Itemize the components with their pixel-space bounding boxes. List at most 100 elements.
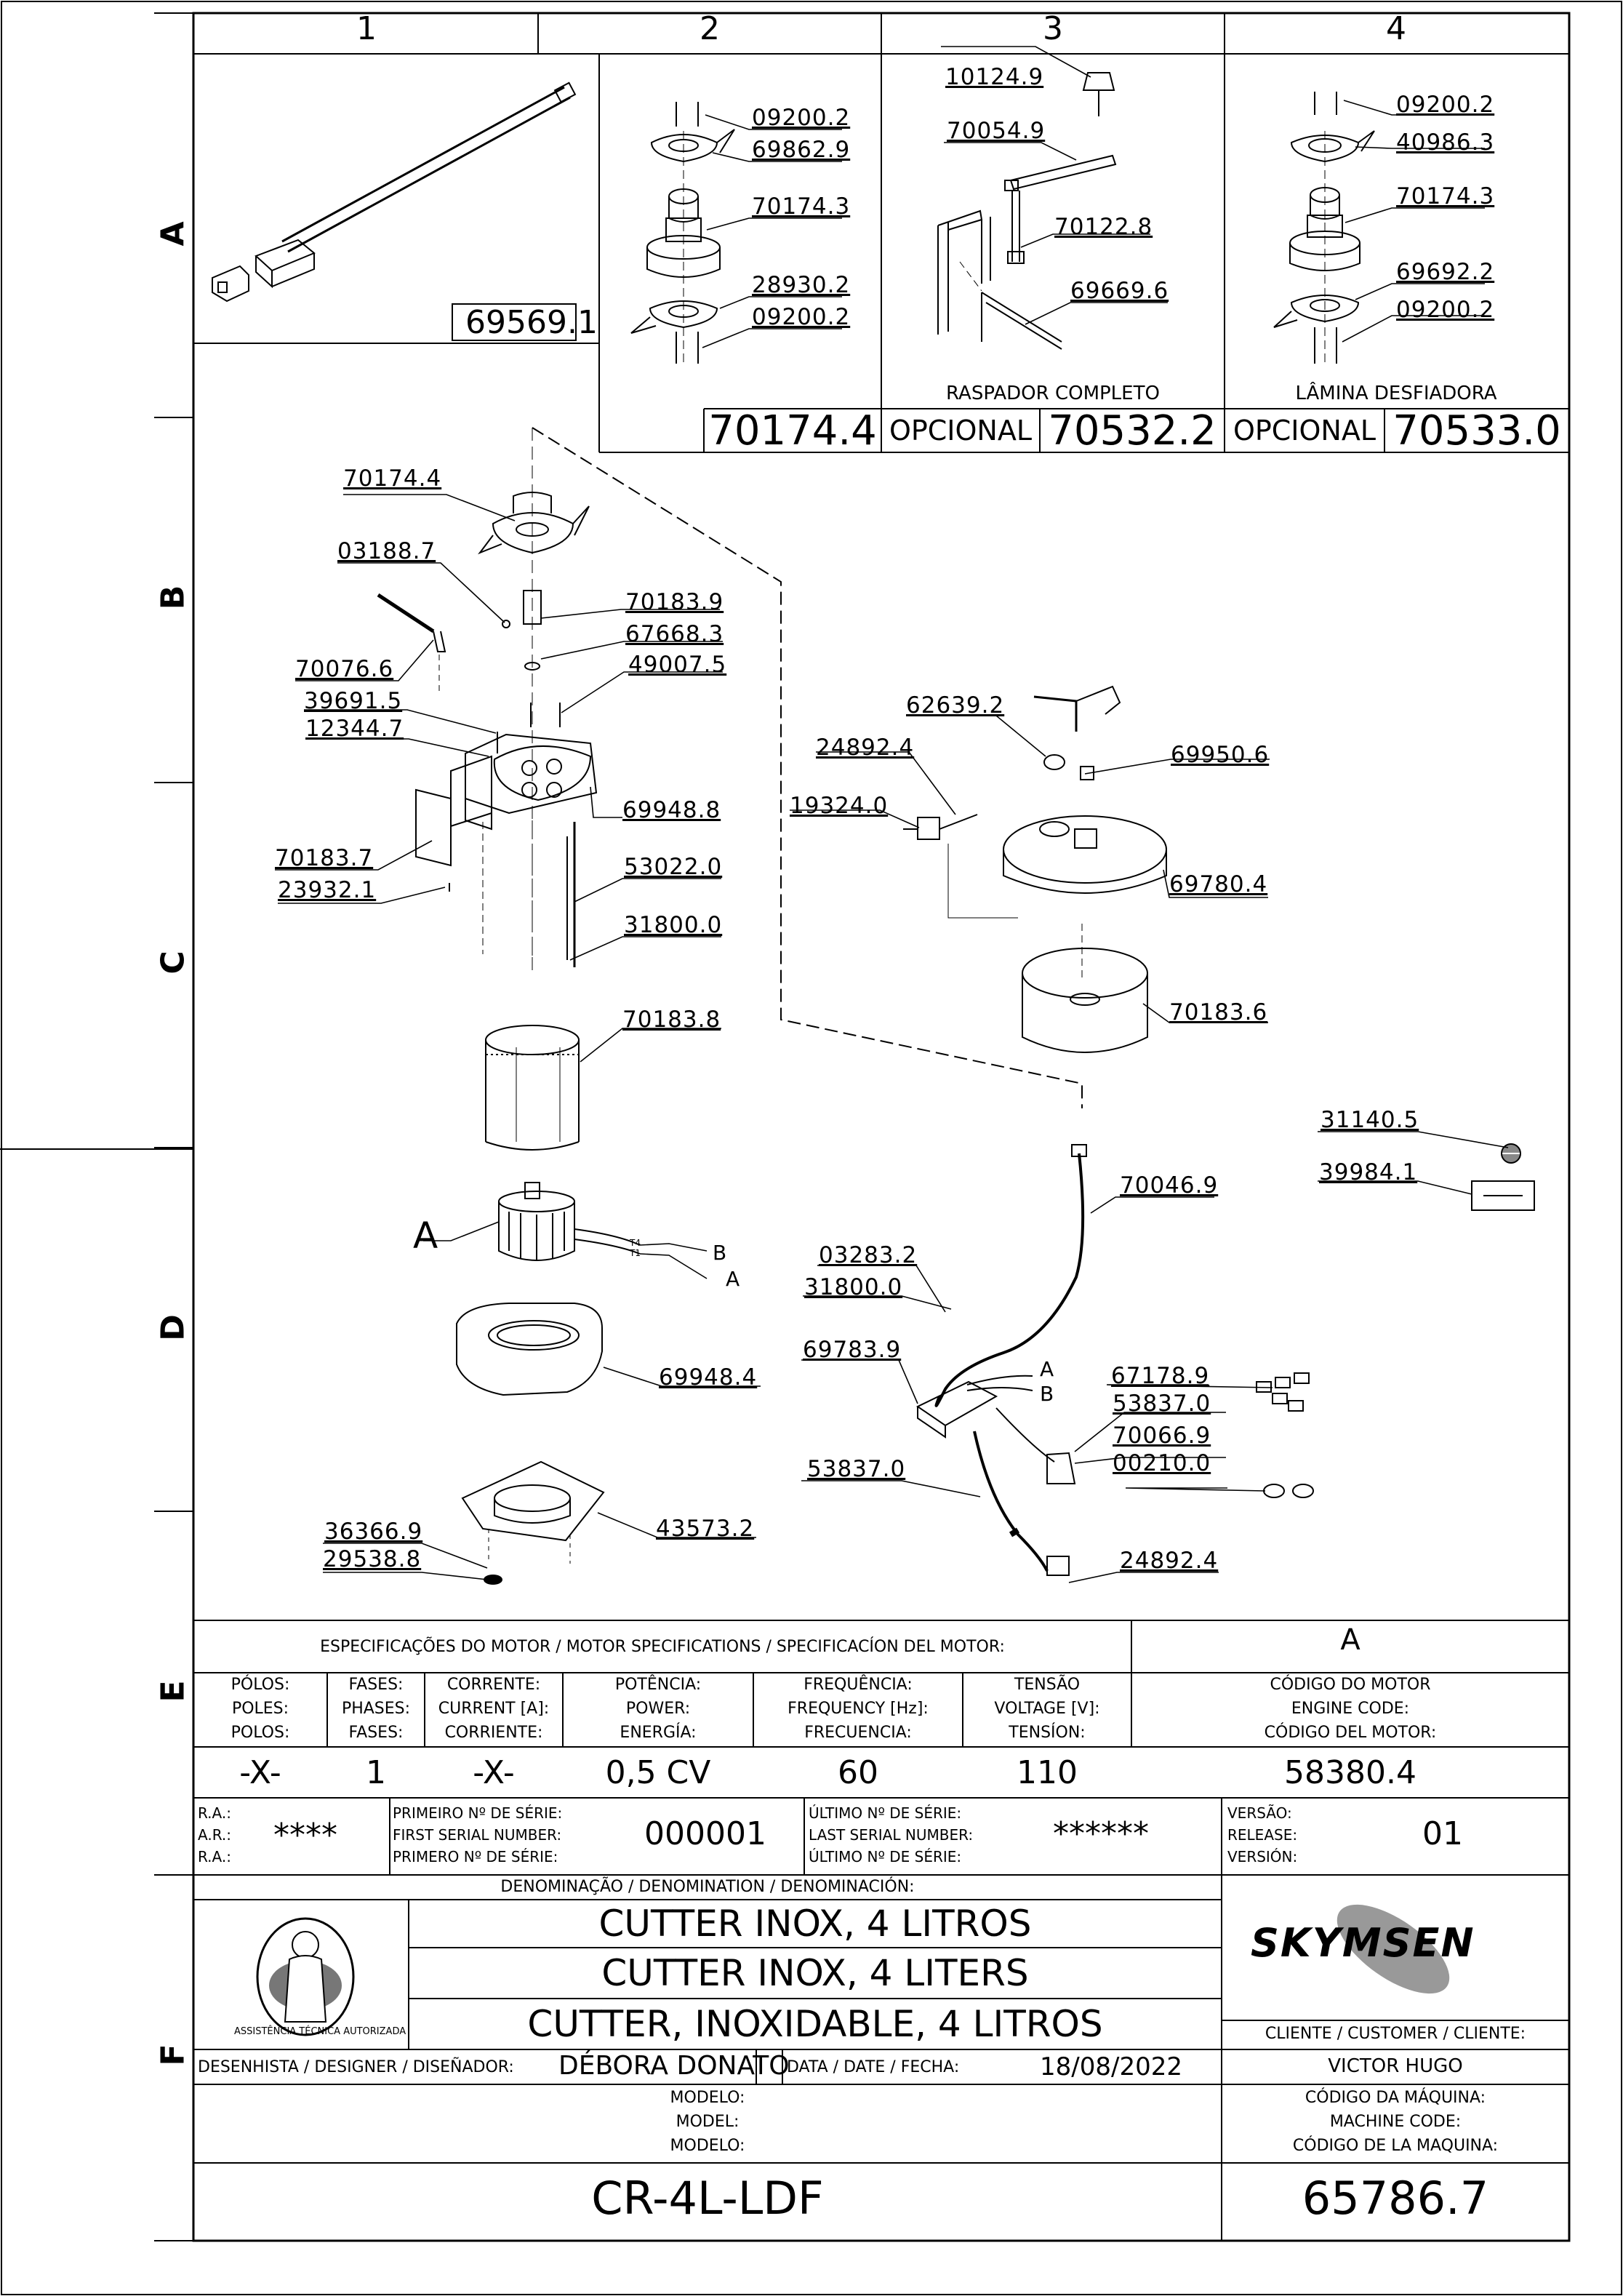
part-label: 39984.1 bbox=[1319, 1159, 1418, 1185]
part-label: 70183.6 bbox=[1169, 999, 1268, 1025]
part-label: 40986.3 bbox=[1396, 129, 1495, 156]
part-label: 67668.3 bbox=[625, 621, 724, 647]
part-label: 31800.0 bbox=[804, 1274, 903, 1300]
o-ring bbox=[1263, 1484, 1285, 1498]
part-label: 70183.7 bbox=[275, 845, 374, 871]
part-label: 70046.9 bbox=[1120, 1172, 1219, 1199]
part-label: 10124.9 bbox=[945, 64, 1044, 90]
handle-rod-assembly bbox=[212, 81, 577, 303]
last-serial-labels: ÚLTIMO Nº DE SÉRIE:LAST SERIAL NUMBER:ÚL… bbox=[809, 1804, 974, 1865]
part-label: 31140.5 bbox=[1321, 1107, 1419, 1133]
designer-name: DÉBORA DONATO bbox=[558, 2051, 790, 2081]
base-plate-43573-2 bbox=[461, 1460, 605, 1585]
ra-labels: R.A.:A.R.:R.A.: bbox=[198, 1804, 231, 1865]
part-label: 70174.4 bbox=[343, 465, 442, 492]
wire-label: A bbox=[1040, 1357, 1054, 1381]
spec-value-engine-code: 58380.4 bbox=[1284, 1754, 1416, 1791]
row-letter: D bbox=[154, 1314, 192, 1341]
part-label: 12344.7 bbox=[305, 716, 404, 742]
ra-value: **** bbox=[273, 1817, 337, 1854]
part-label: 69669.6 bbox=[1070, 278, 1169, 304]
model-labels: MODELO:MODEL:MODELO: bbox=[670, 2089, 745, 2155]
bowl-cylinder-70183-8 bbox=[485, 1025, 580, 1151]
date-value: 18/08/2022 bbox=[1040, 2052, 1182, 2081]
motor-code-header: A bbox=[1340, 1623, 1360, 1657]
row-letter: E bbox=[154, 1680, 192, 1703]
part-label: 69862.9 bbox=[752, 137, 851, 163]
spec-header-frequency: FREQUÊNCIA:FREQUENCY [Hz]:FRECUENCIA: bbox=[788, 1676, 929, 1742]
part-label: 53022.0 bbox=[624, 854, 723, 880]
wire-label: B bbox=[1040, 1382, 1054, 1406]
first-serial-labels: PRIMEIRO Nº DE SÉRIE:FIRST SERIAL NUMBER… bbox=[393, 1804, 563, 1865]
brand-name: SKYMSEN bbox=[1251, 1920, 1475, 1966]
cover-69780-4 bbox=[903, 685, 1167, 919]
scraper-assembly-70532-2 bbox=[937, 72, 1117, 350]
spec-header-poles: PÓLOS:POLES:POLOS: bbox=[231, 1676, 290, 1742]
row-letter: B bbox=[154, 585, 192, 610]
main-blade bbox=[478, 492, 590, 671]
part-label: 70183.9 bbox=[625, 589, 724, 615]
spec-table bbox=[193, 1620, 1569, 2241]
part-label: 03188.7 bbox=[337, 538, 436, 564]
row-letter: A bbox=[154, 221, 192, 247]
part-label: 03283.2 bbox=[819, 1242, 918, 1268]
part-label: 69948.8 bbox=[622, 797, 721, 823]
denomination-label: DENOMINAÇÃO / DENOMINATION / DENOMINACIÓ… bbox=[500, 1878, 915, 1896]
part-label: 31800.0 bbox=[624, 912, 723, 938]
shredder-blade-assembly-70533-0 bbox=[1273, 92, 1375, 364]
part-label: 62639.2 bbox=[906, 692, 1005, 719]
part-label: 28930.2 bbox=[752, 272, 851, 298]
kit-code: 70533.0 bbox=[1392, 407, 1561, 455]
part-label: 09200.2 bbox=[752, 105, 851, 131]
part-label: 70122.8 bbox=[1054, 214, 1153, 240]
product-name-pt: CUTTER INOX, 4 LITROS bbox=[598, 1903, 1032, 1945]
product-name-en: CUTTER INOX, 4 LITERS bbox=[601, 1952, 1029, 1994]
part-label: 39691.5 bbox=[304, 688, 403, 714]
part-label: 69780.4 bbox=[1169, 871, 1268, 897]
part-label: 69783.9 bbox=[803, 1337, 902, 1363]
designer-label: DESENHISTA / DESIGNER / DISEÑADOR: bbox=[198, 2058, 514, 2076]
blade-assembly-70174-4 bbox=[630, 102, 735, 364]
skymsen-logo bbox=[1337, 1904, 1450, 1994]
leader-lines bbox=[275, 46, 1509, 1583]
sensor-cable bbox=[377, 593, 435, 633]
part-label: 24892.4 bbox=[1120, 1548, 1219, 1574]
part-label: 70054.9 bbox=[947, 118, 1046, 144]
column-number: 1 bbox=[356, 10, 377, 47]
part-label: 70066.9 bbox=[1113, 1423, 1211, 1449]
client-name: VICTOR HUGO bbox=[1328, 2055, 1463, 2077]
part-label: 09200.2 bbox=[752, 304, 851, 330]
authorized-service-seal bbox=[256, 1917, 355, 2036]
motor-callout: A bbox=[413, 1215, 438, 1257]
seal-text: ASSISTÊNCIA TÉCNICA AUTORIZADA bbox=[234, 2026, 406, 2037]
row-letter: C bbox=[154, 951, 192, 975]
part-label: 09200.2 bbox=[1396, 92, 1495, 118]
part-label: 29538.8 bbox=[323, 1546, 422, 1572]
column-number: 4 bbox=[1386, 10, 1406, 47]
part-label: 70174.3 bbox=[752, 193, 851, 220]
machine-code: 65786.7 bbox=[1302, 2172, 1489, 2225]
spec-value-frequency: 60 bbox=[838, 1754, 878, 1791]
wire-label: B bbox=[713, 1241, 727, 1265]
phantom-outline bbox=[532, 427, 1083, 1108]
kit-code: 70532.2 bbox=[1048, 407, 1217, 455]
motor bbox=[498, 1182, 641, 1261]
terminals-67178-9 bbox=[1256, 1372, 1310, 1412]
part-label: 70076.6 bbox=[295, 656, 394, 682]
spec-header-phases: FASES:PHASES:FASES: bbox=[341, 1676, 411, 1742]
version-value: 01 bbox=[1422, 1815, 1463, 1852]
motor-spec-title: ESPECIFICAÇÕES DO MOTOR / MOTOR SPECIFIC… bbox=[320, 1638, 1005, 1656]
part-label: 69950.6 bbox=[1171, 742, 1270, 768]
part-label: 70183.8 bbox=[622, 1007, 721, 1033]
lid-69948-8 bbox=[450, 733, 598, 831]
spec-header-current: CORRENTE:CURRENT [A]:CORRIENTE: bbox=[438, 1676, 550, 1742]
part-label: 53837.0 bbox=[1113, 1391, 1211, 1417]
spec-value-power: 0,5 CV bbox=[605, 1754, 711, 1791]
client-label: CLIENTE / CUSTOMER / CLIENTE: bbox=[1265, 2025, 1526, 2043]
pcb-69783-9 bbox=[916, 1375, 1076, 1576]
part-label: 69948.4 bbox=[659, 1364, 758, 1391]
